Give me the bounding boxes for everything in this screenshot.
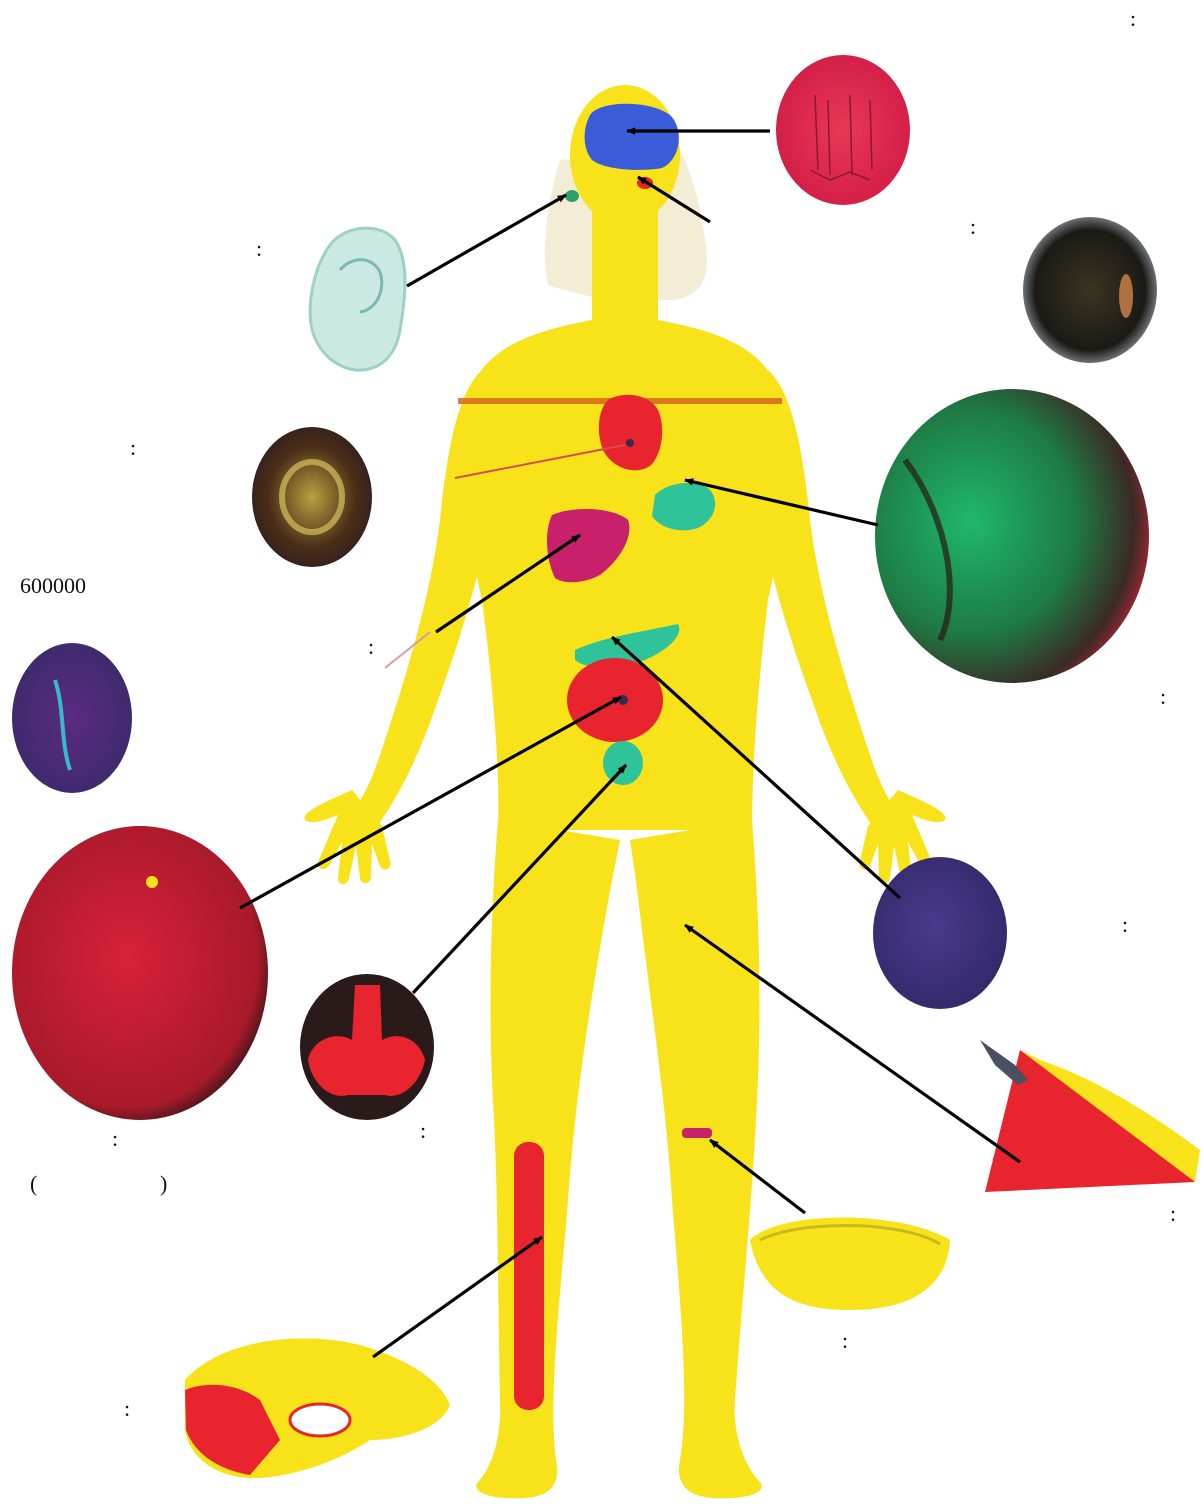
- neck: [592, 210, 658, 325]
- label-colon-kneecap: :: [842, 1330, 848, 1352]
- heart-dot: [626, 439, 634, 447]
- label-colon-stomach: :: [1160, 686, 1166, 708]
- fetus-specimen-image: [12, 826, 268, 1120]
- label-colon-pelvis: :: [420, 1120, 426, 1142]
- tissue-specimen-image: [12, 643, 132, 793]
- label-colon-fetus: :: [112, 1128, 118, 1150]
- eye-specimen-image: [1023, 217, 1157, 363]
- skull-specimen-image: [185, 1338, 450, 1478]
- label-colon-eye: :: [970, 216, 976, 238]
- label-colon-liver: :: [368, 636, 374, 658]
- bladder-organ: [603, 741, 643, 785]
- knee-spot: [682, 1128, 712, 1138]
- label-paren-open: (: [30, 1173, 37, 1195]
- label-paren-close: ): [160, 1173, 167, 1195]
- kneecap-specimen-image: [750, 1218, 950, 1311]
- label-colon-skull: :: [124, 1398, 130, 1420]
- eye-left-dot: [565, 190, 579, 202]
- label-number: 600000: [20, 575, 86, 597]
- label-colon-ear: :: [256, 238, 262, 260]
- brain-specimen-image: [776, 55, 910, 205]
- muscle-fiber-specimen-image: [980, 1040, 1200, 1192]
- pelvis-specimen-image: [300, 974, 434, 1120]
- right-leg: [630, 820, 762, 1498]
- arrow-ear: [407, 195, 566, 286]
- left-leg: [476, 820, 620, 1498]
- stomach-specimen-image: [875, 389, 1149, 683]
- label-colon-top-right: :: [1130, 8, 1136, 30]
- blood-cell-specimen-image: [873, 857, 1007, 1009]
- heart-muscle-specimen-image: [252, 427, 372, 567]
- right-arm: [760, 370, 898, 825]
- label-colon-heart: :: [130, 437, 136, 459]
- shin-bone: [514, 1142, 544, 1410]
- label-colon-muscle: :: [1170, 1203, 1176, 1225]
- ear-specimen-image: [310, 228, 405, 370]
- brain-organ: [585, 104, 679, 170]
- label-colon-blood: :: [1122, 914, 1128, 936]
- left-arm: [352, 370, 490, 825]
